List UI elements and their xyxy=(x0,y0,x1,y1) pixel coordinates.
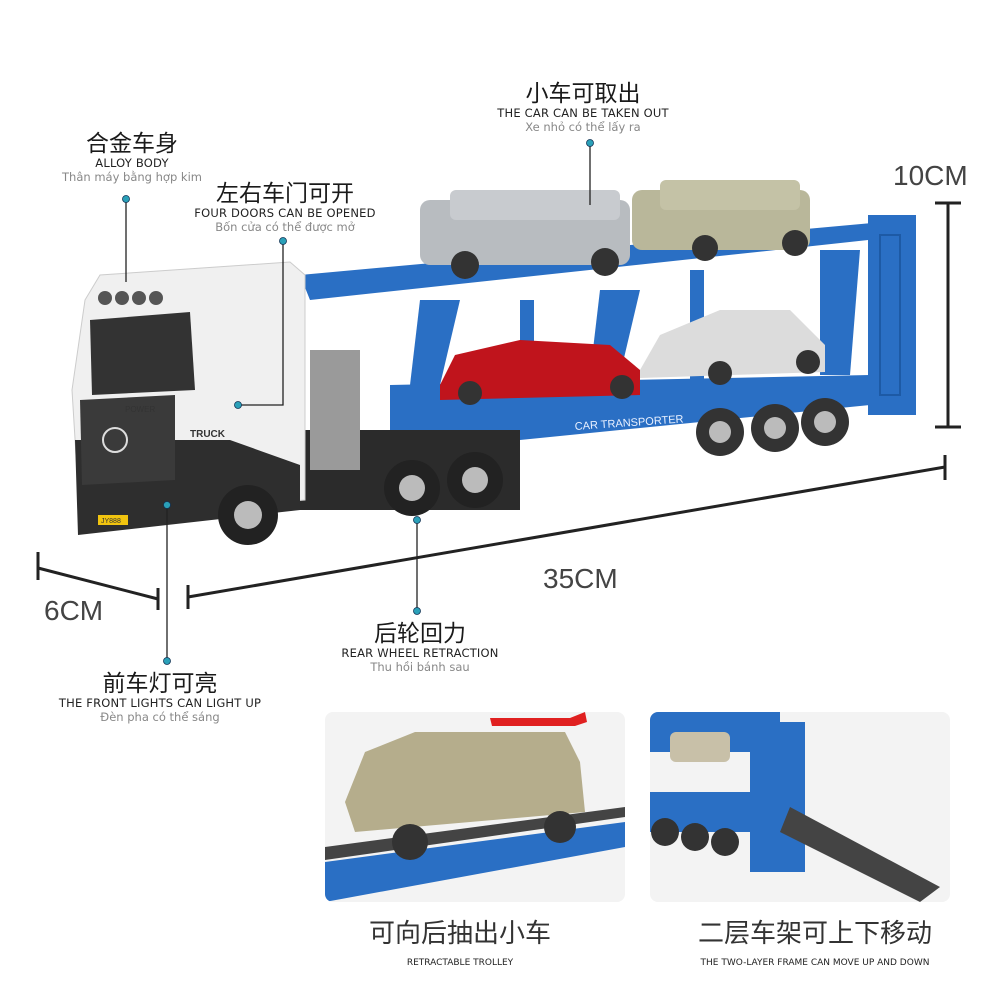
length-dimension: 35CM xyxy=(543,563,618,594)
leader-lines xyxy=(125,143,591,661)
cab-label: TRUCK xyxy=(190,429,226,440)
callout-car-removable: 小车可取出 THE CAR CAN BE TAKEN OUT Xe nhỏ có… xyxy=(497,81,668,134)
feature-cn: 二层车架可上下移动 xyxy=(697,919,933,949)
callout-en: ALLOY BODY xyxy=(95,156,169,171)
callout-vi: Xe nhỏ có thể lấy ra xyxy=(525,119,641,134)
callout-cn: 合金车身 xyxy=(85,131,178,157)
callout-cn: 后轮回力 xyxy=(374,621,466,647)
callout-en: THE FRONT LIGHTS CAN LIGHT UP xyxy=(58,696,262,711)
plate-label: JY888 xyxy=(101,518,121,525)
callout-dots xyxy=(122,139,594,665)
callout-vi: Thân máy bằng hợp kim xyxy=(62,169,202,184)
feature-photo-retractable-trolley xyxy=(325,712,625,902)
width-dimension: 6CM xyxy=(44,595,104,626)
callout-cn: 小车可取出 xyxy=(525,81,641,107)
callout-vi: Bốn cửa có thể được mở xyxy=(215,219,355,234)
callout-en: FOUR DOORS CAN BE OPENED xyxy=(194,206,376,221)
brand-label: POWER xyxy=(125,405,155,414)
callout-vi: Thu hồi bánh sau xyxy=(370,659,470,674)
callout-alloy-body: 合金车身 ALLOY BODY Thân máy bằng hợp kim xyxy=(62,131,202,184)
feature-en: THE TWO-LAYER FRAME CAN MOVE UP AND DOWN xyxy=(700,957,930,968)
truck-cab: TRUCK POWER JY888 xyxy=(71,261,520,545)
feature-caption-two-layer-frame: 二层车架可上下移动 THE TWO-LAYER FRAME CAN MOVE U… xyxy=(697,919,933,968)
callout-front-lights: 前车灯可亮 THE FRONT LIGHTS CAN LIGHT UP Đèn … xyxy=(59,671,261,724)
feature-caption-retractable-trolley: 可向后抽出小车 RETRACTABLE TROLLEY xyxy=(368,919,552,968)
callout-cn: 左右车门可开 xyxy=(215,181,354,207)
callout-doors: 左右车门可开 FOUR DOORS CAN BE OPENED Bốn cửa … xyxy=(194,181,375,234)
callout-en: REAR WHEEL RETRACTION xyxy=(341,646,499,661)
callout-cn: 前车灯可亮 xyxy=(102,671,218,697)
callout-en: THE CAR CAN BE TAKEN OUT xyxy=(497,106,669,121)
callout-rear-wheel: 后轮回力 REAR WHEEL RETRACTION Thu hồi bánh … xyxy=(341,621,498,674)
height-dimension: 10CM xyxy=(893,160,968,191)
toy-cars xyxy=(420,180,825,405)
callout-vi: Đèn pha có thể sáng xyxy=(100,709,220,724)
dimension-lines xyxy=(36,201,961,610)
feature-en: RETRACTABLE TROLLEY xyxy=(406,957,514,968)
feature-cn: 可向后抽出小车 xyxy=(368,919,552,949)
feature-photo-two-layer-frame xyxy=(650,712,950,902)
